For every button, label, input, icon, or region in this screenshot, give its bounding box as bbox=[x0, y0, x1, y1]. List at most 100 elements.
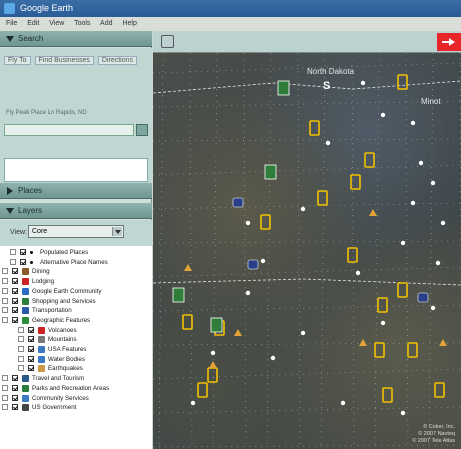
expand-toggle-icon[interactable] bbox=[2, 297, 8, 304]
layer-checkbox[interactable] bbox=[28, 365, 34, 372]
town-marker[interactable] bbox=[410, 120, 416, 126]
yellow-location-marker[interactable] bbox=[260, 214, 271, 230]
expand-toggle-icon[interactable] bbox=[2, 394, 8, 401]
menu-tools[interactable]: Tools bbox=[74, 20, 91, 27]
layer-checkbox[interactable] bbox=[12, 268, 18, 275]
ruler-icon[interactable] bbox=[291, 35, 304, 48]
hiker-marker[interactable] bbox=[210, 317, 223, 333]
view-dropdown[interactable]: Core bbox=[28, 225, 124, 238]
expand-toggle-icon[interactable] bbox=[18, 355, 24, 362]
town-marker[interactable] bbox=[400, 240, 406, 246]
hiker-marker[interactable] bbox=[277, 80, 290, 96]
expand-toggle-icon[interactable] bbox=[18, 346, 24, 352]
town-marker[interactable] bbox=[435, 260, 441, 266]
poi-marker[interactable] bbox=[359, 339, 367, 346]
layer-item[interactable]: Travel and Tourism bbox=[0, 374, 150, 383]
layer-checkbox[interactable] bbox=[20, 249, 26, 255]
menu-file[interactable]: File bbox=[6, 20, 18, 27]
yellow-location-marker[interactable] bbox=[309, 120, 320, 136]
layer-checkbox[interactable] bbox=[28, 336, 34, 343]
poi-marker[interactable] bbox=[184, 264, 192, 271]
tab-find-businesses[interactable]: Find Businesses bbox=[34, 56, 94, 65]
yellow-location-marker[interactable] bbox=[317, 190, 328, 206]
tab-directions[interactable]: Directions bbox=[97, 56, 138, 65]
layer-item[interactable]: Dining bbox=[0, 267, 150, 276]
expand-toggle-icon[interactable] bbox=[2, 278, 8, 285]
town-marker[interactable] bbox=[355, 270, 361, 276]
search-panel-header[interactable]: Search bbox=[0, 31, 152, 47]
layer-item[interactable]: USA Features bbox=[0, 345, 150, 354]
expand-toggle-icon[interactable] bbox=[18, 336, 24, 343]
expand-toggle-icon[interactable] bbox=[2, 287, 8, 294]
search-go-button[interactable] bbox=[136, 124, 148, 136]
town-marker[interactable] bbox=[430, 305, 436, 311]
search-results-list[interactable] bbox=[4, 158, 148, 182]
menu-help[interactable]: Help bbox=[122, 20, 137, 27]
expand-toggle-icon[interactable] bbox=[10, 249, 16, 255]
layer-item[interactable]: Lodging bbox=[0, 277, 150, 286]
yellow-location-marker[interactable] bbox=[182, 314, 193, 330]
town-marker[interactable] bbox=[380, 320, 386, 326]
layer-checkbox[interactable] bbox=[20, 258, 26, 265]
expand-toggle-icon[interactable] bbox=[2, 375, 8, 382]
layer-checkbox[interactable] bbox=[28, 326, 34, 333]
tab-fly-to[interactable]: Fly To bbox=[4, 56, 31, 65]
poi-marker[interactable] bbox=[369, 209, 377, 216]
town-marker[interactable] bbox=[325, 140, 331, 146]
sidebar-toggle-icon[interactable] bbox=[161, 35, 174, 48]
layer-checkbox[interactable] bbox=[12, 316, 18, 323]
yellow-location-marker[interactable] bbox=[397, 74, 408, 90]
expand-toggle-icon[interactable] bbox=[18, 326, 24, 333]
layer-checkbox[interactable] bbox=[12, 278, 18, 285]
email-icon[interactable] bbox=[313, 35, 326, 48]
town-marker[interactable] bbox=[260, 258, 266, 264]
poi-marker[interactable] bbox=[209, 361, 217, 368]
layer-checkbox[interactable] bbox=[12, 384, 18, 391]
layer-checkbox[interactable] bbox=[12, 297, 18, 304]
map-view[interactable]: North Dakota S Minot © Coker, Inc. © 200… bbox=[153, 53, 461, 449]
layer-checkbox[interactable] bbox=[12, 404, 18, 411]
yellow-location-marker[interactable] bbox=[397, 282, 408, 298]
layer-item[interactable]: Shopping and Services bbox=[0, 297, 150, 306]
menu-view[interactable]: View bbox=[49, 20, 65, 27]
yellow-location-marker[interactable] bbox=[374, 342, 385, 358]
yellow-location-marker[interactable] bbox=[350, 174, 361, 190]
town-marker[interactable] bbox=[190, 400, 196, 406]
town-marker[interactable] bbox=[210, 350, 216, 356]
layer-item[interactable]: Water Bodies bbox=[0, 355, 150, 364]
poi-marker[interactable] bbox=[439, 339, 447, 346]
print-icon[interactable] bbox=[329, 35, 342, 48]
placemark-icon[interactable] bbox=[193, 35, 206, 48]
town-marker[interactable] bbox=[245, 220, 251, 226]
layer-item[interactable]: Alternative Place Names bbox=[0, 258, 150, 267]
town-marker[interactable] bbox=[270, 355, 276, 361]
yellow-location-marker[interactable] bbox=[382, 387, 393, 403]
town-marker[interactable] bbox=[245, 290, 251, 296]
layer-item[interactable]: Google Earth Community bbox=[0, 287, 150, 296]
search-input[interactable] bbox=[4, 124, 134, 136]
yellow-location-marker[interactable] bbox=[197, 382, 208, 398]
yellow-location-marker[interactable] bbox=[434, 382, 445, 398]
layer-checkbox[interactable] bbox=[12, 394, 18, 401]
layer-item[interactable]: Earthquakes bbox=[0, 364, 150, 373]
layers-panel-header[interactable]: Layers bbox=[0, 203, 152, 219]
polygon-icon[interactable] bbox=[225, 35, 238, 48]
town-marker[interactable] bbox=[300, 330, 306, 336]
expand-toggle-icon[interactable] bbox=[2, 384, 8, 391]
layer-item[interactable]: US Government bbox=[0, 403, 150, 412]
layer-item[interactable]: Parks and Recreation Areas bbox=[0, 384, 150, 393]
town-marker[interactable] bbox=[410, 200, 416, 206]
town-marker[interactable] bbox=[360, 80, 366, 86]
layer-checkbox[interactable] bbox=[12, 307, 18, 314]
yellow-location-marker[interactable] bbox=[207, 367, 218, 383]
layer-checkbox[interactable] bbox=[12, 287, 18, 294]
menu-add[interactable]: Add bbox=[100, 20, 113, 27]
layer-checkbox[interactable] bbox=[12, 375, 18, 382]
layer-item[interactable]: Volcanoes bbox=[0, 326, 150, 335]
layer-item[interactable]: Transportation bbox=[0, 306, 150, 315]
layer-item[interactable]: Populated Places bbox=[0, 248, 150, 257]
town-marker[interactable] bbox=[430, 180, 436, 186]
yellow-location-marker[interactable] bbox=[377, 297, 388, 313]
path-icon[interactable] bbox=[241, 35, 254, 48]
yellow-location-marker[interactable] bbox=[407, 342, 418, 358]
